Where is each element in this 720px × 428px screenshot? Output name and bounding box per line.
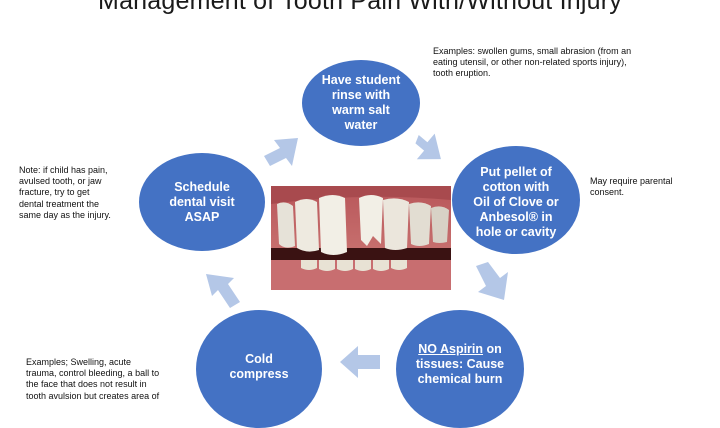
note-line: avulsed tooth, or jaw <box>19 176 102 187</box>
note-parental-consent: May require parental consent. <box>590 176 710 198</box>
step-aspirin-text: on <box>483 342 502 356</box>
note-line: same day as the injury. <box>19 209 111 220</box>
arrow-aspirin-to-compress-icon <box>340 346 380 378</box>
note-line: dental treatment the <box>19 198 100 209</box>
note-line: Examples: swollen gums, small abrasion (… <box>433 46 632 56</box>
step-dental-line: Schedule <box>174 179 230 194</box>
arrow-dental-to-rinse-icon <box>264 138 298 166</box>
step-aspirin-line: chemical burn <box>417 372 503 386</box>
note-line: fracture, try to get <box>19 187 90 198</box>
note-line: the face that does not result in <box>26 379 147 390</box>
arrow-rinse-to-cotton-icon <box>415 133 441 160</box>
step-cotton-line: Put pellet of <box>480 164 552 179</box>
step-dental-line: ASAP <box>184 209 220 224</box>
step-compress-line: compress <box>229 367 289 381</box>
step-cotton-line: Oil of Clove or <box>473 194 559 209</box>
no-aspirin-label: NO Aspirin <box>418 342 484 356</box>
step-rinse-line: water <box>344 118 378 132</box>
arrow-compress-to-dental-icon <box>206 274 240 308</box>
note-line: eating utensil, or other non-related spo… <box>433 57 627 68</box>
diagram-title: Management of Tooth Pain With/Without In… <box>98 0 622 15</box>
note-line: Note: if child has pain, <box>19 165 108 175</box>
note-line: May require parental <box>590 176 673 186</box>
step-rinse-line: warm salt <box>332 103 390 117</box>
step-cotton-line: Anbesol® in <box>479 209 553 224</box>
step-rinse-line: rinse with <box>331 88 391 102</box>
step-dental-circle: Schedule dental visit ASAP <box>139 153 265 251</box>
note-line: Examples; Swelling, acute <box>26 357 132 367</box>
step-rinse-line: Have student <box>321 73 401 87</box>
teeth-photo <box>271 186 451 290</box>
step-compress-line: Cold <box>245 352 273 366</box>
step-dental-line: dental visit <box>169 194 235 209</box>
note-examples-bottom: Examples; Swelling, acute trauma, contro… <box>26 357 216 402</box>
note-child-pain: Note: if child has pain, avulsed tooth, … <box>19 165 139 221</box>
step-cotton-line: hole or cavity <box>475 224 557 239</box>
note-line: trauma, control bleeding, a ball to <box>26 368 160 379</box>
step-aspirin-circle: NO Aspirin on tissues: Cause chemical bu… <box>396 310 524 428</box>
note-line: consent. <box>590 187 625 198</box>
step-rinse-circle: Have student rinse with warm salt water <box>302 60 420 146</box>
note-line: tooth avulsion but creates area of <box>26 390 160 401</box>
step-cotton-line: cotton with <box>482 179 550 194</box>
note-examples-top: Examples: swollen gums, small abrasion (… <box>433 46 693 80</box>
note-line: tooth eruption. <box>433 68 491 79</box>
step-cotton-circle: Put pellet of cotton with Oil of Clove o… <box>452 146 580 254</box>
step-aspirin-line: tissues: Cause <box>415 357 505 371</box>
arrow-cotton-to-aspirin-icon <box>476 262 508 300</box>
